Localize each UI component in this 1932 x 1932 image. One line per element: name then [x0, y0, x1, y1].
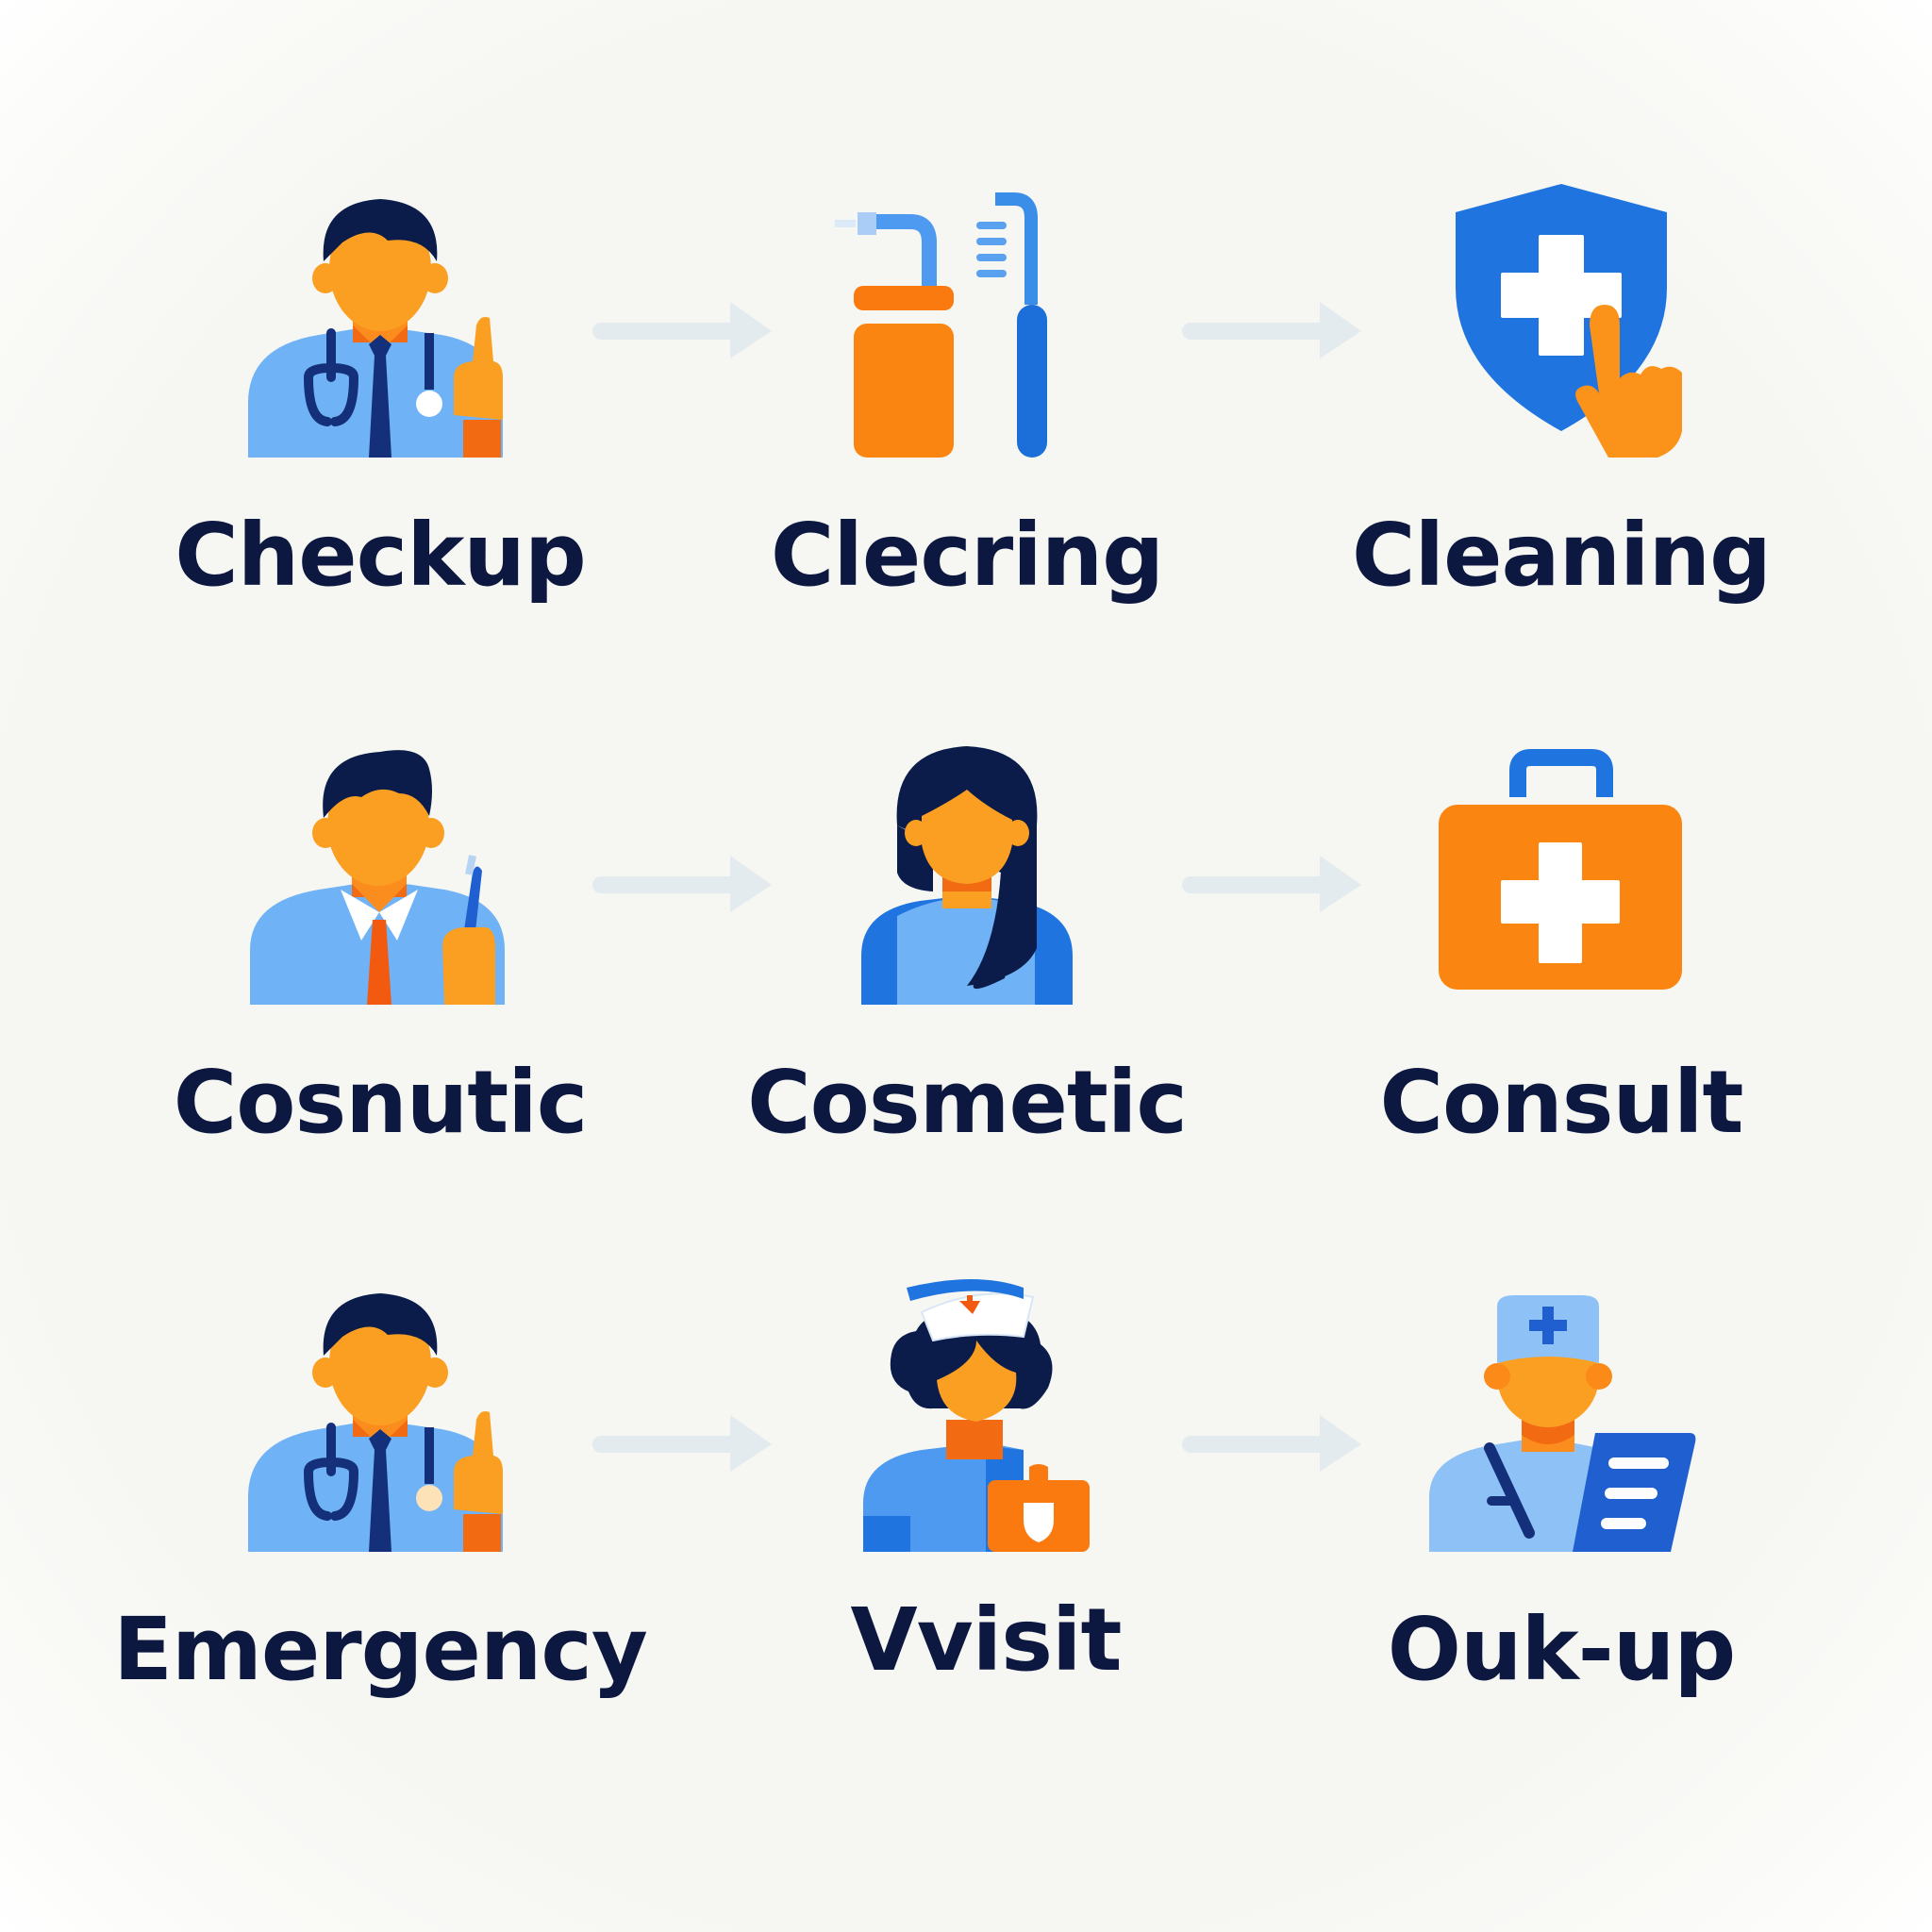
step-cosnutic: Cosnutic — [116, 731, 644, 1316]
step-consult: Consult — [1297, 731, 1825, 1316]
water-flosser-toothbrush-icon — [816, 184, 1118, 467]
medical-kit-icon — [1410, 731, 1712, 1014]
step-vvisit: Vvisit — [722, 1269, 1250, 1854]
step-emergency: Emergency — [113, 1278, 648, 1863]
nurse-with-kit-icon — [835, 1269, 1137, 1552]
arrow-right-icon — [1182, 1413, 1363, 1474]
step-label: Ouk-up — [1387, 1599, 1736, 1700]
step-label: Cosnutic — [173, 1052, 589, 1153]
arrow-right-icon — [1182, 854, 1363, 914]
arrow-right-icon — [592, 854, 774, 914]
step-cosmetic: Cosmetic — [703, 731, 1231, 1316]
step-label: Checkup — [175, 505, 586, 606]
shield-plus-hand-icon — [1410, 184, 1712, 467]
step-ouk-up: Ouk-up — [1297, 1278, 1825, 1863]
step-label: Cosmetic — [747, 1052, 1188, 1153]
step-label: Consult — [1379, 1052, 1744, 1153]
step-label: Clecring — [770, 505, 1164, 606]
man-holding-toothbrush-icon — [229, 731, 531, 1014]
step-label: Emergency — [113, 1599, 648, 1700]
arrow-right-icon — [1182, 300, 1363, 360]
arrow-right-icon — [592, 1413, 774, 1474]
woman-avatar-icon — [816, 731, 1118, 1014]
step-checkup: Checkup — [116, 184, 644, 769]
step-label: Vvisit — [850, 1590, 1123, 1690]
doctor-thumbs-up-icon — [229, 1278, 531, 1561]
arrow-right-icon — [592, 300, 774, 360]
doctor-with-clipboard-icon — [1410, 1278, 1712, 1561]
doctor-thumbs-up-icon — [229, 184, 531, 467]
step-label: Cleaning — [1352, 505, 1772, 606]
step-clecring: Clecring — [703, 184, 1231, 769]
step-cleaning: Cleaning — [1297, 184, 1825, 769]
